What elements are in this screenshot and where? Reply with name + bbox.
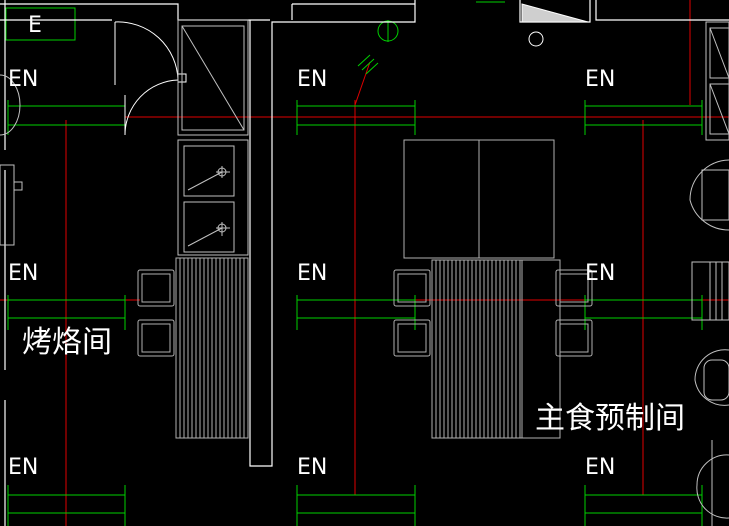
- right-equipment: [689, 21, 729, 526]
- valve-symbol: [521, 3, 589, 47]
- cabinet: [177, 19, 249, 136]
- top-left-label: E: [28, 13, 42, 38]
- en-label: EN: [297, 67, 327, 92]
- en-label: EN: [8, 261, 38, 286]
- door-swing: [114, 21, 187, 136]
- room-label-right: 主食预制间: [535, 401, 685, 436]
- en-label: EN: [297, 455, 327, 480]
- en-label: EN: [297, 261, 327, 286]
- en-label: EN: [585, 261, 615, 286]
- left-rack: [137, 257, 249, 439]
- en-label: EN: [585, 67, 615, 92]
- en-label: EN: [8, 67, 38, 92]
- en-label: EN: [585, 455, 615, 480]
- double-sink: [177, 139, 249, 256]
- left-edge-equipment: [0, 74, 23, 246]
- en-label: EN: [8, 455, 38, 480]
- room-label-left: 烤烙间: [22, 325, 112, 360]
- center-table: [393, 139, 593, 439]
